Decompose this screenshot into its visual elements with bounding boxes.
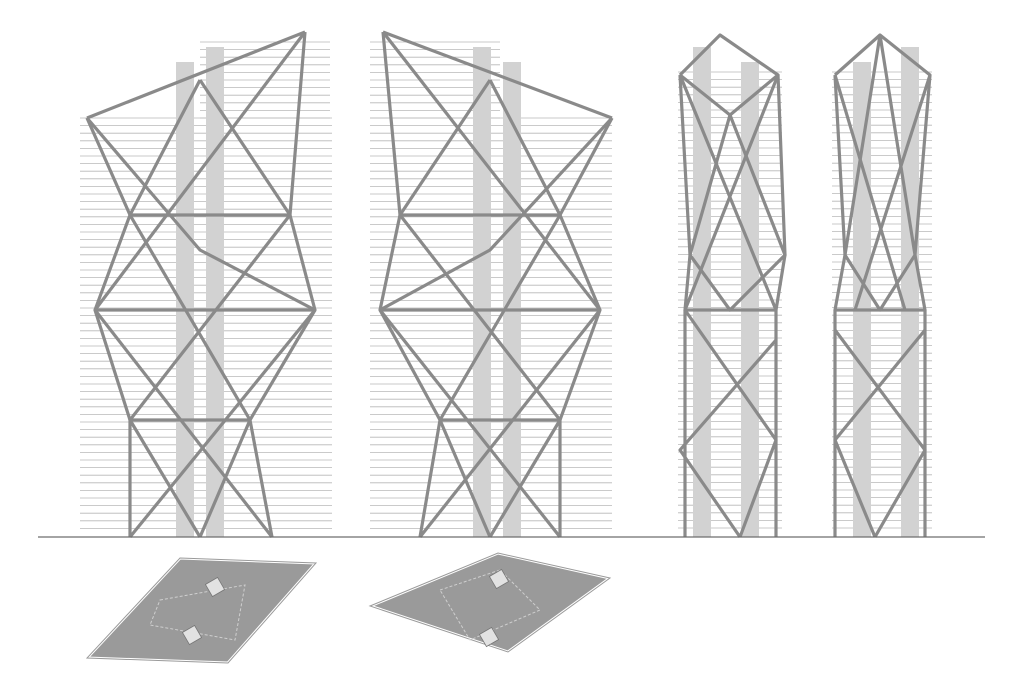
floor-plan-1-outline	[85, 557, 318, 664]
structural-member	[93, 31, 307, 311]
structural-member	[86, 30, 306, 120]
structural-member	[382, 30, 613, 120]
structural-member	[85, 116, 316, 312]
core-column	[693, 47, 711, 537]
core-stair	[478, 626, 500, 648]
structural-member	[248, 31, 317, 538]
core-stair	[488, 568, 510, 590]
core-column	[473, 47, 491, 537]
core-stair	[181, 624, 203, 646]
structural-member	[418, 309, 602, 538]
floor-plan-1	[83, 556, 320, 665]
structural-member	[378, 309, 562, 538]
structural-member	[833, 328, 927, 538]
structural-member	[833, 74, 907, 311]
floor-plan-2-core-grid	[439, 569, 541, 641]
structural-member	[128, 308, 317, 539]
structural-member	[843, 34, 917, 312]
structural-member	[833, 329, 927, 538]
core-column	[206, 47, 224, 537]
structural-member	[128, 79, 292, 538]
structural-member	[683, 74, 780, 311]
structural-member	[853, 74, 932, 311]
diagrid-structure	[85, 30, 932, 539]
structural-member	[833, 33, 932, 312]
core-column	[901, 47, 919, 537]
structural-member	[438, 79, 562, 538]
structural-member	[678, 74, 778, 311]
structural-member	[678, 338, 778, 538]
structural-member	[378, 31, 442, 538]
core-stair	[204, 576, 226, 598]
structural-member	[688, 114, 787, 312]
structural-member	[683, 309, 778, 538]
structural-member	[381, 31, 602, 311]
structural-member	[379, 116, 614, 312]
structural-member	[93, 309, 274, 538]
floor-plan-2-outline	[368, 552, 612, 653]
core-column	[853, 62, 871, 537]
building-cores	[176, 47, 919, 537]
structural-member	[128, 79, 252, 538]
structural-member	[398, 79, 562, 538]
floor-plans	[83, 551, 614, 665]
